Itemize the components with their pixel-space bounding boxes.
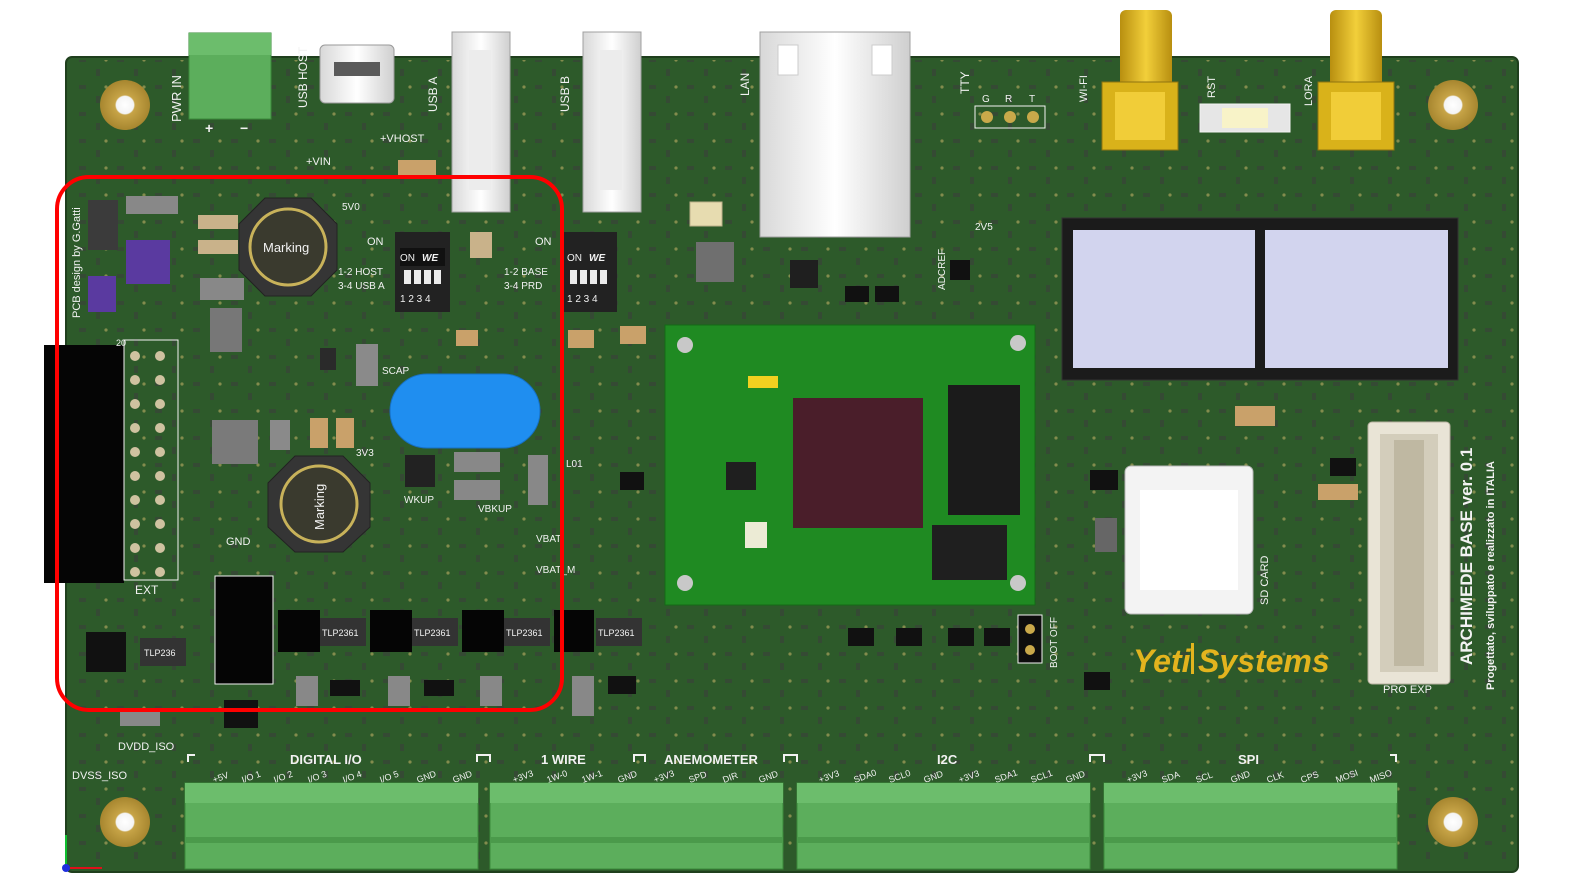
usb-a-label: USB A <box>426 77 440 112</box>
group-spi: SPI <box>1238 752 1259 767</box>
dip-host-brand: WE <box>422 253 438 264</box>
pwr-minus-label: − <box>240 120 248 136</box>
label-vbat-m: VBAT_M <box>536 565 575 576</box>
scattered-smd <box>120 160 1358 728</box>
ram-module <box>1061 217 1459 381</box>
vin-label: +VIN <box>306 156 331 168</box>
opto-label-1: TLP236 <box>144 648 176 658</box>
logo-yeti: Yeti <box>1133 643 1192 679</box>
highlight-region <box>55 175 564 712</box>
label-gnd-left: GND <box>226 536 251 548</box>
label-adcref: ADCREF <box>937 249 948 290</box>
group-1-wire: 1 WIRE <box>541 752 586 767</box>
dip-base-on: ON <box>535 236 552 248</box>
usb-host-label: USB HOST <box>296 46 310 108</box>
dip-base-switch-on: ON <box>567 253 582 264</box>
label-vbkup: VBKUP <box>478 504 512 515</box>
board-subtitle: Progettato, sviluppato e realizzato in I… <box>1485 461 1497 690</box>
dip-host-legend-2: 3-4 USB A <box>338 281 385 292</box>
lan-label: LAN <box>738 73 752 96</box>
usb-a-connector: USB A <box>426 31 511 213</box>
tty-header: TTY G R T <box>958 71 1046 129</box>
tty-label: TTY <box>958 71 972 94</box>
rst-label: RST <box>1206 76 1218 98</box>
group-digital-io: DIGITAL I/O <box>290 752 362 767</box>
logo-systems: Systems <box>1198 643 1330 679</box>
qfn-ic <box>790 260 818 288</box>
inductor-top: Marking <box>238 197 338 297</box>
opto-label-4: TLP2361 <box>506 628 543 638</box>
inductor-bottom: Marking <box>267 455 371 553</box>
wifi-label: WI-FI <box>1078 75 1090 102</box>
inductor-top-marking: Marking <box>263 240 309 255</box>
board-name: ARCHIMEDE BASE ver. 0.1 <box>1457 448 1476 665</box>
opto-label-5: TLP2361 <box>598 628 635 638</box>
som-module <box>664 324 1036 606</box>
dip-host-switch-on: ON <box>400 253 415 264</box>
reset-button: RST <box>1199 76 1291 133</box>
supercap-cell <box>389 373 541 449</box>
dip-switch-base: ON 1-2 BASE 3-4 PRD ON WE 1 2 3 4 <box>504 232 617 312</box>
opto-label-2: TLP2361 <box>322 628 359 638</box>
small-ic <box>696 242 734 282</box>
lora-label: LORA <box>1303 75 1315 106</box>
opto-label-3: TLP2361 <box>414 628 451 638</box>
label-wkup: WKUP <box>404 495 434 506</box>
tty-pin-r: R <box>1005 94 1012 105</box>
tty-pin-g: G <box>982 94 990 105</box>
pcb-design-credit: PCB design by G.Gatti <box>71 207 83 318</box>
pwr-plus-label: + <box>205 120 213 136</box>
bottom-group-labels: DIGITAL I/O 1 WIRE ANEMOMETER I2C SPI <box>187 752 1397 767</box>
label-l01: L01 <box>566 459 583 470</box>
optocoupler-row: TLP236 TLP2361 TLP2361 TLP2361 TLP2361 <box>86 575 642 685</box>
dip-base-numbers: 1 2 3 4 <box>567 294 598 305</box>
inductor-bottom-marking: Marking <box>312 484 327 530</box>
sd-card-label: SD CARD <box>1259 555 1271 605</box>
terminal-blocks <box>184 782 1398 870</box>
tty-pin-t: T <box>1029 94 1035 105</box>
pwr-in-terminal: PWR IN + − <box>169 32 272 136</box>
label-3v3: 3V3 <box>356 448 374 459</box>
group-i2c: I2C <box>937 752 958 767</box>
usb-b-connector: USB B <box>558 31 642 213</box>
pro-exp-label: PRO EXP <box>1383 684 1432 696</box>
usb-host-connector: USB HOST +VHOST +VIN <box>296 44 425 168</box>
label-5v0: 5V0 <box>342 202 360 213</box>
dip-host-numbers: 1 2 3 4 <box>400 294 431 305</box>
axis-indicator <box>62 835 102 872</box>
mounting-holes <box>100 80 1478 847</box>
lora-antenna-connector: LORA <box>1303 10 1395 151</box>
smd-components-left <box>88 196 548 505</box>
label-dvss-iso: DVSS_ISO <box>72 770 127 782</box>
lan-connector: LAN <box>738 31 911 238</box>
group-anemometer: ANEMOMETER <box>664 752 759 767</box>
pwr-in-label: PWR IN <box>169 75 184 122</box>
pro-exp-connector: PRO EXP <box>1367 421 1451 696</box>
label-scap: SCAP <box>382 366 410 377</box>
vhost-label: +VHOST <box>380 133 425 145</box>
dip-base-brand: WE <box>589 253 605 264</box>
dip-host-on: ON <box>367 236 384 248</box>
dip-base-legend-2: 3-4 PRD <box>504 281 542 292</box>
label-dvdd-iso: DVDD_ISO <box>118 741 175 753</box>
wifi-antenna-connector: WI-FI <box>1078 10 1179 151</box>
dip-base-legend-1: 1-2 BASE <box>504 267 548 278</box>
dip-host-legend-1: 1-2 HOST <box>338 267 383 278</box>
sd-card-slot: SD CARD <box>1124 465 1271 615</box>
ext-pin-label: 20 <box>116 338 126 348</box>
usb-b-label: USB B <box>558 76 572 112</box>
yeti-systems-logo: Yeti Systems <box>1133 643 1330 679</box>
boot-off-label: BOOT OFF <box>1049 617 1060 668</box>
crystal <box>689 201 723 227</box>
label-vbat: VBAT <box>536 534 561 545</box>
ext-label: EXT <box>135 583 159 597</box>
boot-header: BOOT OFF <box>1017 614 1060 668</box>
dip-switch-host: ON 1-2 HOST 3-4 USB A ON WE 1 2 3 4 <box>338 232 450 312</box>
label-2v5: 2V5 <box>975 222 993 233</box>
